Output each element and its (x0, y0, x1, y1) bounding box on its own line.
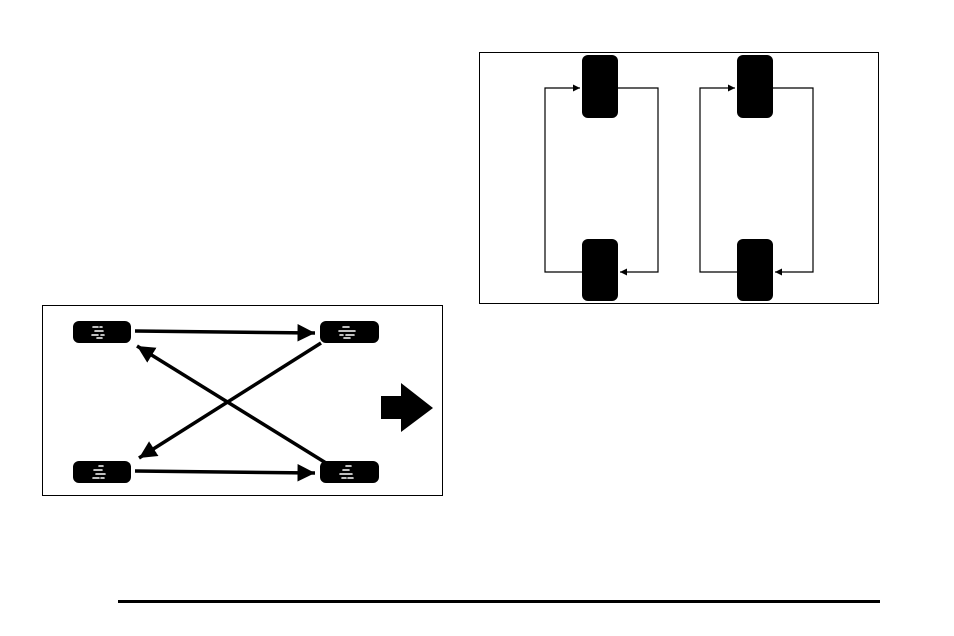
front-to-rear-diagram (479, 52, 879, 304)
cross-rotation-diagram (42, 305, 443, 496)
tire-right-front (320, 321, 379, 343)
arrow-left-front-to-right-front (135, 331, 315, 333)
tire-right-rear (737, 239, 773, 301)
arrow-right-rear-to-right-front (700, 88, 737, 272)
arrow-right-front-to-left-rear (139, 343, 321, 458)
front-to-rear-svg (480, 53, 880, 305)
tire-left-rear (73, 461, 131, 483)
cross-rotation-svg (43, 306, 444, 497)
arrow-left-rear-to-right-rear (135, 471, 315, 473)
forward-arrow-icon (381, 383, 433, 432)
tire-right-rear (320, 461, 379, 483)
tire-left-rear (582, 239, 618, 301)
footer-rule (118, 600, 880, 603)
tire-left-front (582, 55, 618, 118)
tire-right-front (737, 55, 773, 118)
arrow-left-rear-to-left-front (545, 88, 582, 272)
arrow-right-front-to-right-rear (773, 88, 813, 272)
arrow-right-rear-to-left-front (137, 346, 326, 463)
arrow-left-front-to-left-rear (618, 88, 658, 272)
tire-left-front (73, 321, 131, 343)
